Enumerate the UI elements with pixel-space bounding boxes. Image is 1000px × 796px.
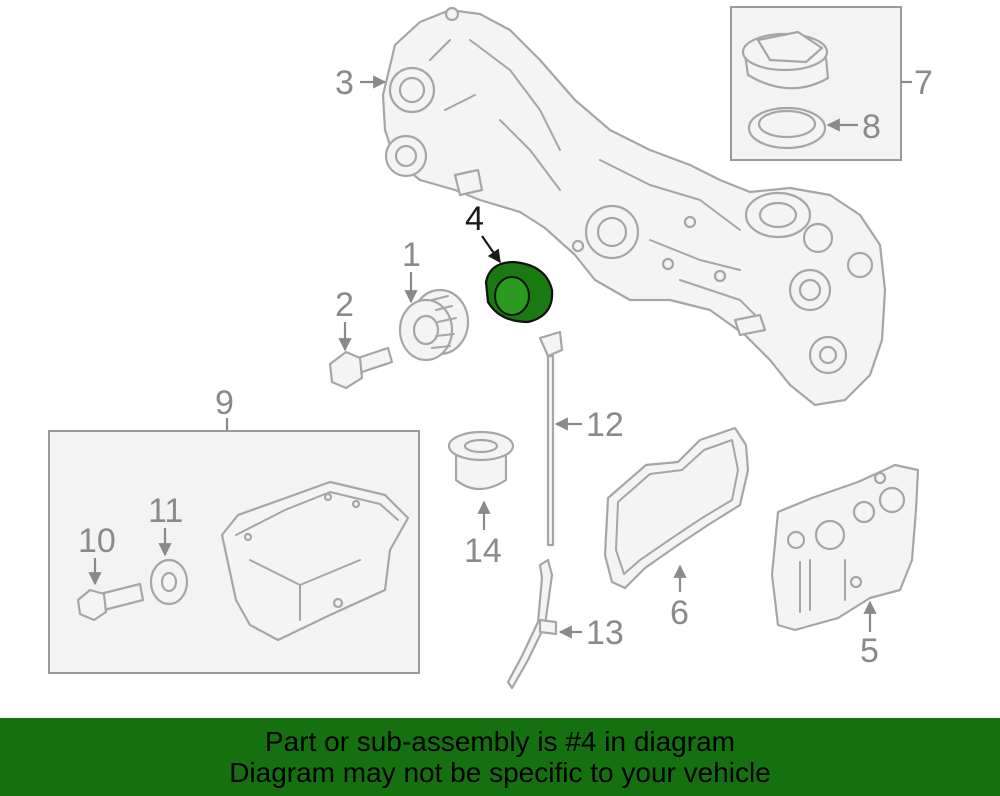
label-14: 14 (464, 532, 502, 570)
cover-gasket-part-6 (603, 426, 750, 590)
oil-filler-cap-part-7 (741, 30, 830, 90)
crank-pulley-part-1 (398, 288, 470, 362)
label-2: 2 (335, 286, 354, 324)
drain-bolt-part-10 (76, 582, 145, 622)
cap-gasket-part-8 (747, 106, 827, 150)
label-10: 10 (78, 522, 116, 560)
pulley-bolt-part-2 (328, 346, 394, 390)
parts-diagram: 3 1 2 4 12 13 14 6 5 7 8 9 10 11 (48, 6, 933, 690)
bushing-part-14 (447, 430, 515, 491)
label-3: 3 (335, 64, 354, 102)
timing-cover-part-3 (381, 6, 887, 407)
banner-line-disclaimer: Diagram may not be specific to your vehi… (229, 757, 771, 788)
label-9: 9 (215, 384, 234, 422)
label-11: 11 (148, 492, 183, 530)
dipstick-tube-part-13 (506, 558, 558, 690)
info-banner: Part or sub-assembly is #4 in diagram Di… (0, 718, 1000, 796)
label-8: 8 (862, 108, 881, 146)
label-12: 12 (586, 406, 624, 444)
label-5: 5 (860, 632, 879, 670)
label-13: 13 (586, 614, 624, 652)
dipstick-part-12 (538, 330, 564, 547)
label-6: 6 (670, 594, 689, 632)
label-1: 1 (402, 236, 421, 274)
oil-pan-part-9 (220, 480, 410, 642)
label-4: 4 (465, 200, 484, 238)
oil-pump-cover-part-5 (770, 463, 920, 632)
drain-washer-part-11 (149, 558, 189, 606)
label-7: 7 (914, 64, 933, 102)
banner-line-part: Part or sub-assembly is #4 in diagram (265, 726, 735, 757)
crankshaft-seal-part-4 (484, 260, 554, 324)
